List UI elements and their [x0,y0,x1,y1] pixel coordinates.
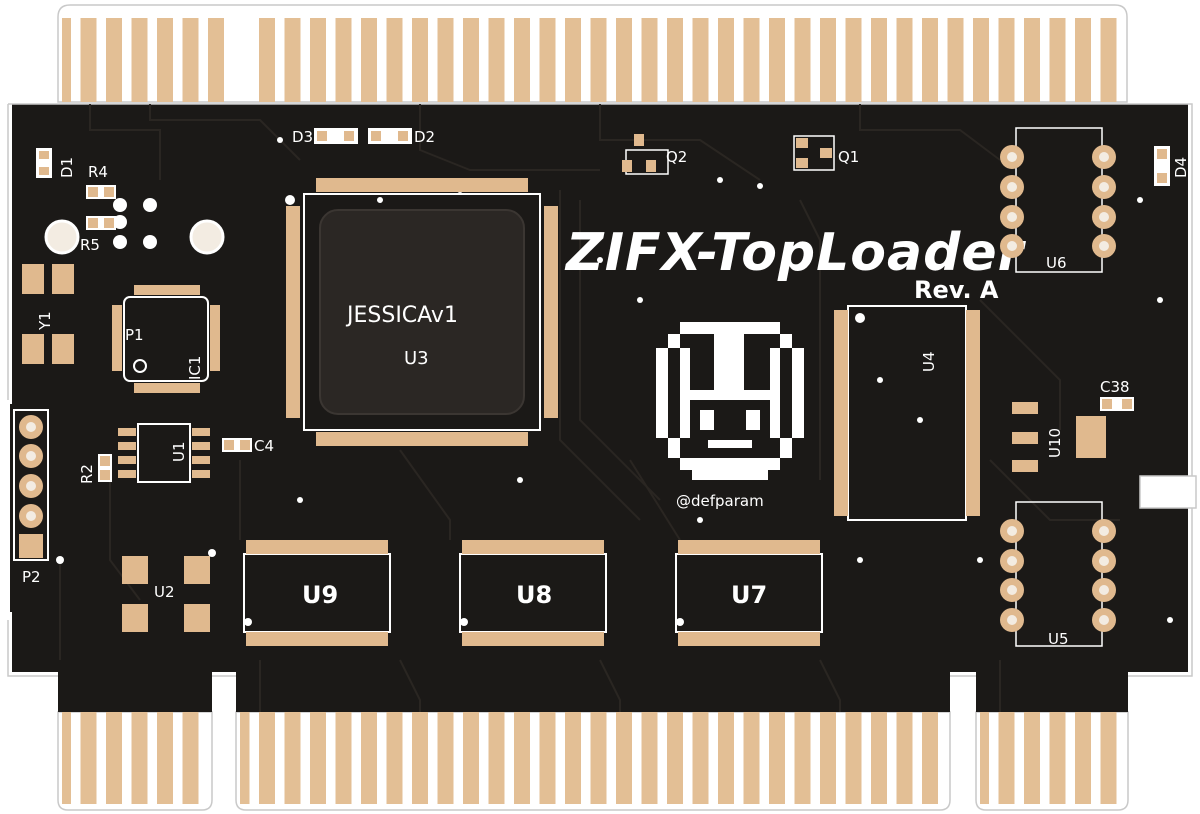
board-revision: Rev. A [914,276,999,304]
label-u1: U1 [170,441,188,462]
bottom-edge-connector [57,711,1129,811]
chip-u5: U5 [1000,501,1116,648]
label-d2: D2 [414,128,435,146]
megaman-helmet-icon [656,322,804,480]
label-r2: R2 [78,464,96,484]
label-u7: U7 [731,581,767,609]
chip-u8: U8 [459,540,607,646]
board-title: ZIFX-TopLoader [564,223,1027,283]
label-c38: C38 [1100,378,1130,396]
label-p2: P2 [22,568,41,586]
regulator-u2: U2 [122,556,210,632]
label-r5: R5 [80,236,100,254]
capacitor-c4: C4 [222,437,274,455]
transistor-q2: Q2 [622,134,687,175]
header-p2: P2 [13,409,49,586]
author-handle: @defparam [676,492,764,510]
mounting-hole-left [44,219,80,255]
diode-d1: D1 [36,148,76,178]
chip-u3-jessica: JESSICAv1 U3 [285,178,558,446]
label-u10: U10 [1046,428,1064,458]
label-y1: Y1 [36,311,54,331]
chip-u1: U1 [118,423,210,483]
chip-ic1: P1 IC1 [112,285,220,393]
crystal-y1: Y1 [22,264,74,364]
chip-u9: U9 [243,540,391,646]
vias [56,137,1173,623]
capacitor-c38: C38 [1100,378,1134,411]
diode-d2: D2 [368,128,435,146]
label-u9: U9 [302,581,338,609]
resistor-r5: R5 [80,216,116,254]
diode-d4: D4 [1154,146,1190,186]
label-q1: Q1 [838,148,859,166]
u3-part-label: JESSICAv1 [345,303,458,328]
label-u5: U5 [1048,630,1069,648]
chip-u4: U4 [834,305,980,521]
label-ic1: IC1 [186,356,204,380]
label-q2: Q2 [666,148,687,166]
label-d3: D3 [292,128,313,146]
label-u3: U3 [404,348,429,369]
label-d1: D1 [58,157,76,178]
label-u2: U2 [154,583,175,601]
label-u4: U4 [920,351,938,372]
label-r4: R4 [88,163,108,181]
label-d4: D4 [1172,157,1190,178]
label-c4: C4 [254,437,274,455]
copper-traces [59,104,1120,712]
chip-u10: U10 [1012,402,1106,472]
label-u6: U6 [1046,254,1067,272]
top-edge-connector [57,4,1128,103]
chip-u7: U7 [675,540,823,646]
transistor-q1: Q1 [793,135,859,171]
label-u8: U8 [516,581,552,609]
diode-d3: D3 [292,128,358,146]
resistor-r4: R4 [86,163,116,199]
label-p1: P1 [125,326,144,344]
mounting-hole-right [189,219,225,255]
resistor-r2: R2 [78,454,112,484]
chip-u6: U6 [1000,127,1116,273]
